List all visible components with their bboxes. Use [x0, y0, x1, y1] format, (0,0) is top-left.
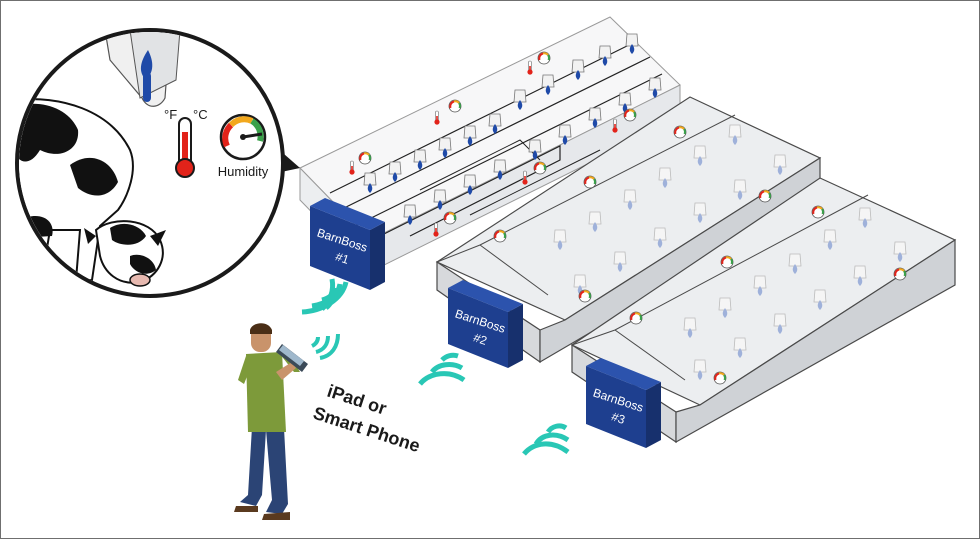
controller-3-number: #3 — [610, 409, 627, 427]
humidity-gauge-icon — [219, 113, 267, 161]
humidity-label: Humidity — [218, 164, 269, 179]
controller-2-number: #2 — [472, 330, 489, 348]
controller-2: BarnBoss #2 — [448, 280, 523, 368]
controller-1: BarnBoss #1 — [310, 198, 385, 290]
water-drop-icon — [104, 32, 181, 107]
wifi-signal-tablet — [311, 333, 340, 360]
sensor-callout: °F °C Humidity — [15, 28, 300, 298]
controller-1-number: #1 — [334, 249, 351, 267]
wifi-signal-controller-3 — [522, 423, 570, 456]
unit-fahrenheit: °F — [164, 107, 177, 122]
unit-celsius: °C — [193, 107, 208, 122]
person-with-tablet — [234, 323, 308, 520]
controller-3: BarnBoss #3 — [586, 358, 661, 448]
thermometer-icon — [175, 117, 195, 178]
wifi-signal-controller-2 — [418, 352, 466, 386]
wifi-signal-controller-1 — [301, 281, 349, 315]
